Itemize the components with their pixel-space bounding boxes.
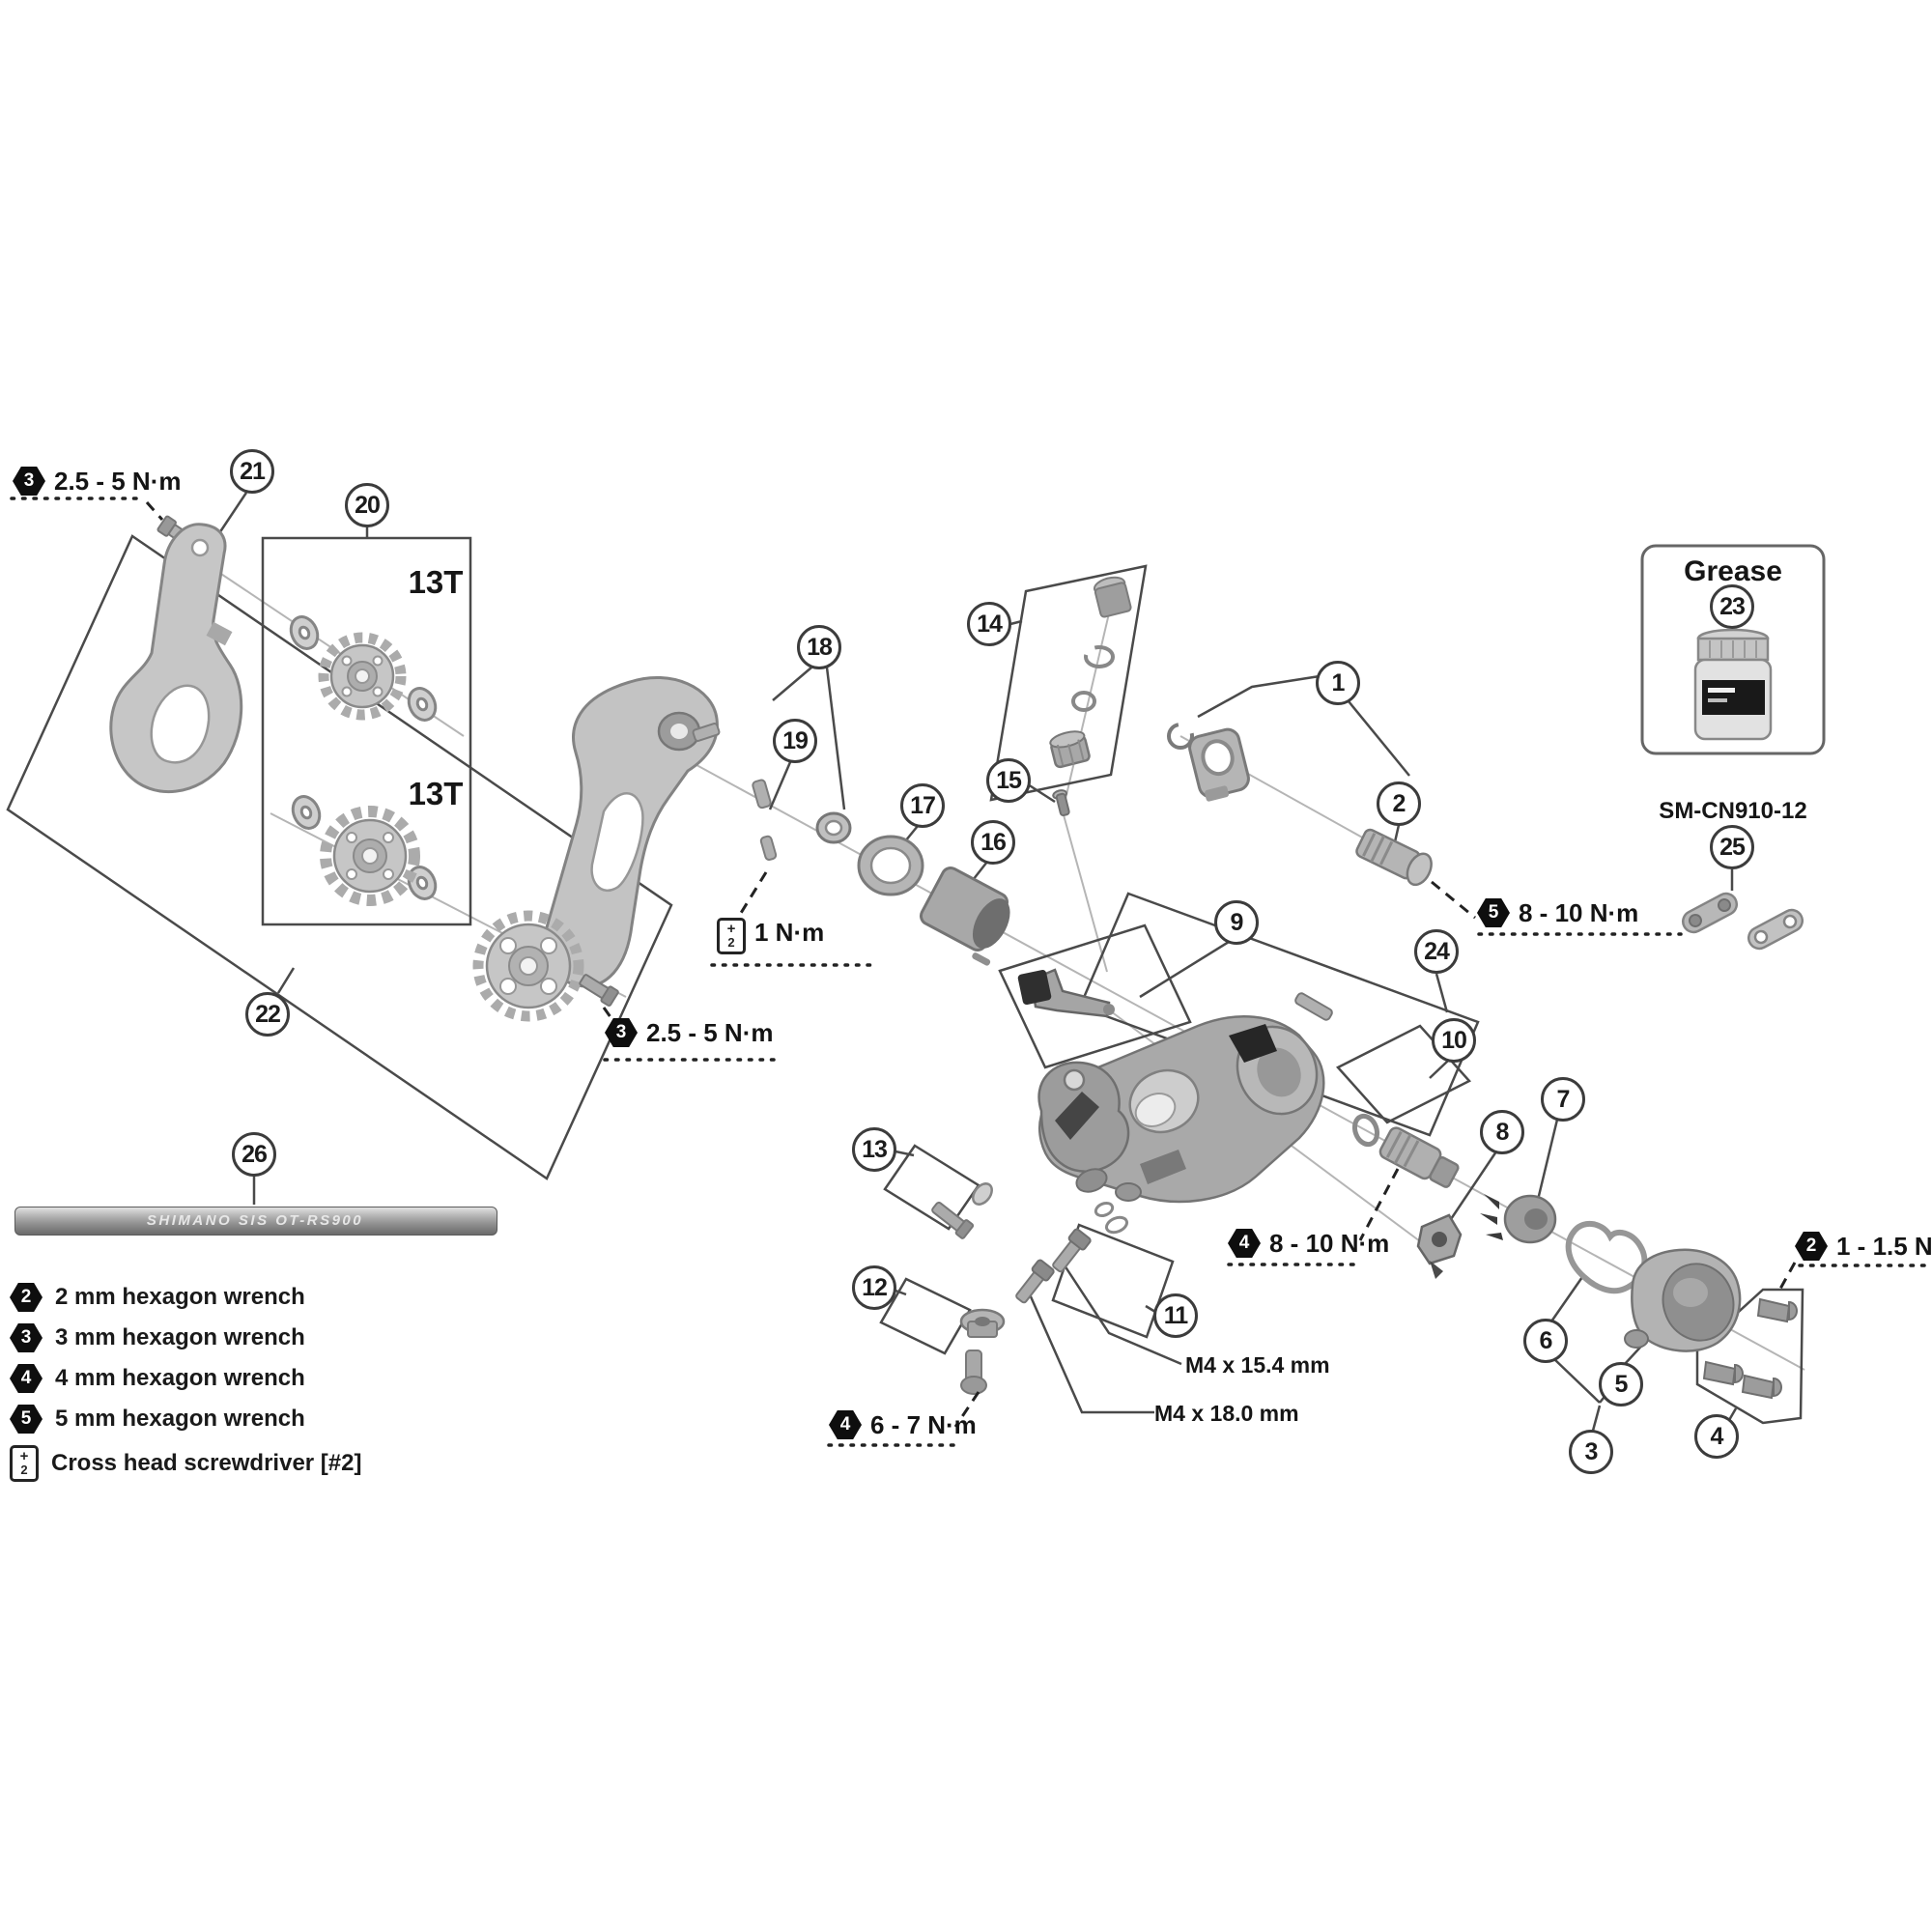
cable-adjust-barrel [1378, 1126, 1460, 1188]
box-11 [1051, 1223, 1175, 1339]
box-10 [1335, 1024, 1472, 1124]
box-22 [6, 534, 673, 1180]
box-24 [1078, 892, 1480, 1137]
bracket-axle-bolt [1355, 828, 1433, 887]
adjuster-unit [1480, 1194, 1557, 1244]
box-13 [883, 1144, 980, 1231]
t-nut-and-bolt-12 [959, 1308, 1006, 1395]
chain-quick-links [1681, 892, 1804, 951]
gasket-seal [1565, 1220, 1648, 1294]
inner-plate [543, 676, 721, 988]
torque-leader-lines [10, 497, 1932, 1447]
set-screw [1052, 789, 1070, 817]
screw-panel [1695, 1288, 1804, 1425]
washer-bolt-13 [931, 1182, 993, 1239]
derailleur-body [1037, 992, 1333, 1204]
outer-plate [109, 523, 243, 794]
mount-cylinder [919, 867, 1010, 966]
grease-jar [1693, 628, 1773, 741]
panel-screws [1702, 1297, 1798, 1400]
o-ring [1351, 1113, 1380, 1148]
motor-unit [1624, 1248, 1742, 1352]
bracket-unit [1188, 727, 1250, 802]
box-14 [989, 564, 1148, 802]
retainer-clip [1084, 645, 1115, 668]
group-boxes-and-leaders [6, 492, 1804, 1432]
body-washers [1094, 1201, 1129, 1235]
b-axle-cap [1093, 576, 1132, 618]
mount-bolts-11 [1015, 1228, 1092, 1304]
tension-pulley [320, 806, 420, 906]
cable-lever [1017, 968, 1115, 1018]
assembly-axes [171, 540, 1805, 1371]
box-20 [261, 536, 472, 926]
box-12 [879, 1277, 972, 1355]
guide-pulley [318, 632, 407, 721]
plate-pin [752, 779, 778, 861]
bearing [815, 811, 852, 844]
box-9 [998, 923, 1192, 1069]
shift-cable [14, 1207, 497, 1236]
plate-pulley [472, 910, 584, 1022]
mount-ring [857, 835, 924, 896]
cable-clamp [1416, 1213, 1463, 1279]
grease-box [1640, 544, 1826, 755]
b-axle-nut [1049, 730, 1091, 769]
plate-bolt [579, 974, 619, 1008]
o-ring-small [1071, 691, 1096, 712]
c-clip [1167, 723, 1194, 750]
